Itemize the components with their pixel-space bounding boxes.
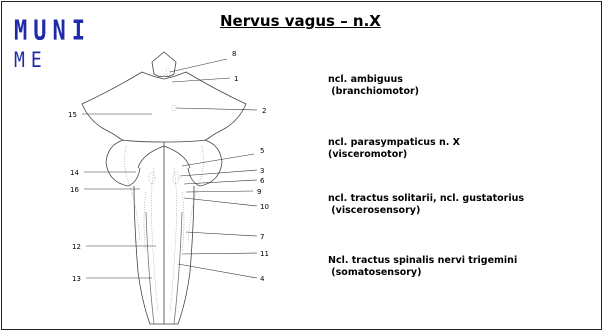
label-16: 16 bbox=[70, 186, 79, 194]
nucleus-name: ncl. ambiguus bbox=[328, 74, 419, 86]
nucleus-parasympaticus: ncl. parasympaticus n. X (visceromotor) bbox=[328, 137, 460, 161]
nucleus-type: (somatosensory) bbox=[328, 267, 517, 279]
label-13: 13 bbox=[72, 275, 81, 283]
nucleus-name: Ncl. tractus spinalis nervi trigemini bbox=[328, 255, 517, 267]
label-1: 1 bbox=[234, 75, 238, 83]
label-6: 6 bbox=[260, 177, 265, 185]
nucleus-tractus-solitarii: ncl. tractus solitarii, ncl. gustatorius… bbox=[328, 193, 524, 217]
nucleus-name: ncl. parasympaticus n. X bbox=[328, 137, 460, 149]
nucleus-trigemini: Ncl. tractus spinalis nervi trigemini (s… bbox=[328, 255, 517, 279]
brainstem-outline bbox=[82, 52, 246, 324]
nucleus-name: ncl. tractus solitarii, ncl. gustatorius bbox=[328, 193, 524, 205]
label-7: 7 bbox=[260, 233, 264, 241]
brainstem-diagram: 8 1 2 5 3 6 9 10 7 11 4 15 14 16 12 13 bbox=[42, 42, 292, 327]
label-4: 4 bbox=[260, 275, 265, 283]
nucleus-type: (visceromotor) bbox=[328, 149, 460, 161]
label-11: 11 bbox=[260, 250, 269, 258]
label-15: 15 bbox=[68, 111, 77, 119]
nucleus-type: (branchiomotor) bbox=[328, 86, 419, 98]
label-12: 12 bbox=[72, 243, 81, 251]
label-5: 5 bbox=[260, 147, 264, 155]
label-2: 2 bbox=[262, 107, 266, 115]
label-14: 14 bbox=[70, 169, 79, 177]
slide-title: Nervus vagus – n.X bbox=[220, 12, 381, 30]
nucleus-type: (viscerosensory) bbox=[328, 205, 524, 217]
label-10: 10 bbox=[260, 203, 269, 211]
label-9: 9 bbox=[257, 188, 261, 196]
label-8: 8 bbox=[232, 50, 236, 58]
nucleus-ambiguus: ncl. ambiguus (branchiomotor) bbox=[328, 74, 419, 98]
leader-lines bbox=[82, 59, 257, 278]
label-3: 3 bbox=[260, 167, 264, 175]
